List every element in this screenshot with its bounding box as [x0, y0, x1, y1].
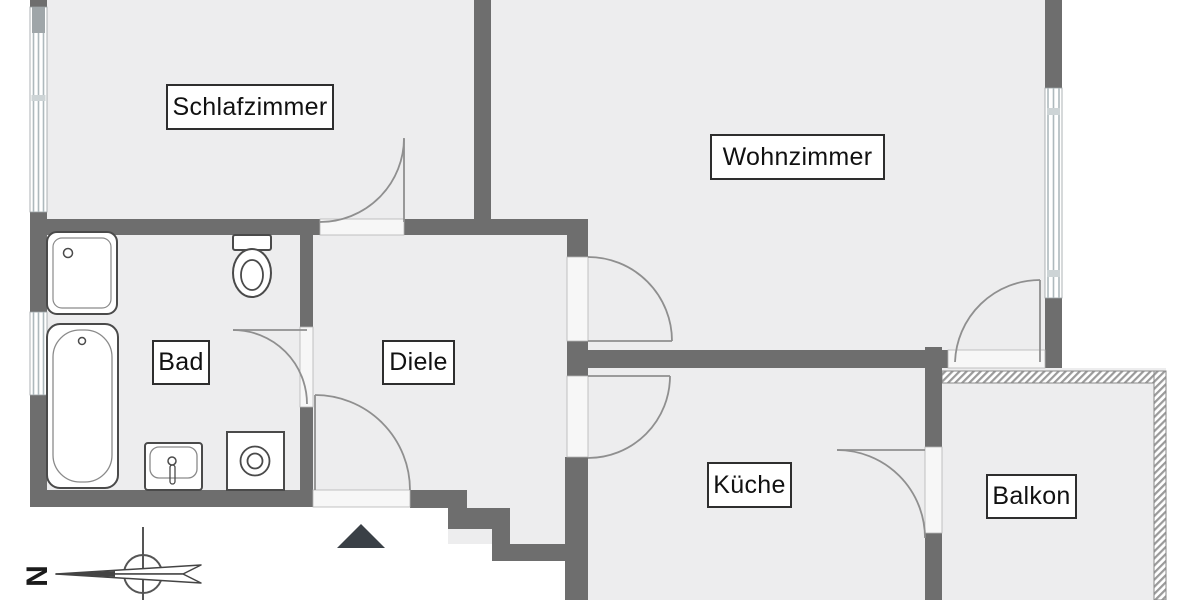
entry-arrow-icon [337, 524, 385, 548]
room-label-schlafzimmer: Schlafzimmer [166, 84, 334, 130]
balcony-railing [941, 370, 1167, 600]
living-room-window [1044, 87, 1063, 299]
washing-machine [226, 431, 285, 491]
bathroom-window [29, 311, 48, 396]
fixtures-layer [46, 231, 285, 491]
staircase-steps [410, 490, 570, 561]
windows-layer [29, 6, 1063, 396]
room-label-diele: Diele [382, 340, 455, 385]
living-room-balcony-door [954, 279, 1041, 363]
kitchen-balcony-door [836, 449, 926, 539]
kitchen-door [587, 375, 671, 459]
compass-rose-icon [55, 527, 202, 600]
room-label-kueche: Küche [707, 462, 792, 508]
door-openings [299, 218, 1046, 534]
room-label-balkon: Balkon [986, 474, 1077, 519]
room-label-bad: Bad [152, 340, 210, 385]
bathroom-door [232, 329, 308, 405]
bedroom-door [319, 137, 405, 223]
entrance-door [314, 394, 411, 491]
washbasin [144, 442, 203, 491]
living-room-door [587, 256, 673, 342]
shower-tray [46, 231, 118, 315]
compass-north-label: N [21, 565, 54, 587]
toilet [232, 234, 272, 298]
doors-layer [232, 137, 1041, 539]
room-label-wohnzimmer: Wohnzimmer [710, 134, 885, 180]
bathtub [46, 323, 119, 489]
bedroom-window [29, 6, 48, 213]
